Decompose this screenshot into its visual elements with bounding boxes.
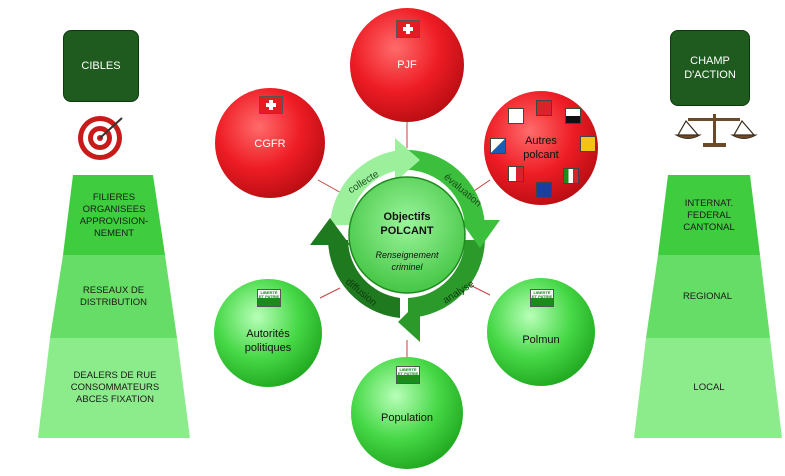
canton-arms-icon (563, 168, 579, 184)
core-circle (348, 176, 466, 294)
canton-arms-icon (490, 138, 506, 154)
canton-arms-icon (565, 108, 581, 124)
swiss-flag-icon (259, 96, 283, 114)
cycle-evaluation (400, 149, 485, 225)
left-tier-2-label: RESEAUX DE DISTRIBUTION (79, 285, 148, 308)
polmun-label: Polmun (522, 334, 560, 346)
cgfr-label: CGFR (254, 138, 286, 150)
cibles-header: CIBLES (63, 30, 139, 102)
population-circle (351, 357, 463, 469)
cgfr-circle (215, 88, 325, 198)
arrow-head-3 (398, 300, 420, 342)
cycle-diffusion (328, 240, 400, 318)
champ-action-header: CHAMP D'ACTION (670, 30, 750, 106)
right-tier-2 (646, 255, 770, 338)
vaud-flag-icon: LIBERTÉ ET PATRIE (530, 289, 554, 307)
left-tier-2 (50, 255, 177, 338)
arrow-head-1 (395, 138, 420, 182)
pjf-circle (350, 8, 464, 122)
vaud-flag-icon: LIBERTÉ ET PATRIE (396, 366, 420, 384)
cycle-ring (310, 138, 500, 342)
canton-arms-icon (536, 182, 552, 198)
canton-arms-icon (508, 108, 524, 124)
right-tier-3-label: LOCAL (693, 381, 725, 393)
right-tier-2-label: REGIONAL (682, 291, 733, 302)
target-icon (78, 116, 123, 160)
cycle-collecte (330, 150, 400, 225)
connector-autorites (319, 287, 341, 299)
autres-label: Autres polcant (523, 135, 559, 161)
pjf-label: PJF (397, 59, 417, 71)
autorites-circle (214, 279, 322, 387)
autorites-label: Autorités politiques (244, 328, 292, 354)
arrow-head-4 (310, 218, 350, 245)
right-tier-1-label: INTERNAT. FEDERAL CANTONAL (683, 198, 735, 233)
right-tier-1 (658, 175, 760, 255)
canton-arms-icon (580, 136, 596, 152)
swiss-flag-icon (396, 20, 420, 38)
left-tier-1 (63, 175, 165, 255)
polmun-circle (487, 278, 595, 386)
vaud-flag-icon: LIBERTÉ ET PATRIE (257, 289, 281, 307)
cycle-analyse (408, 240, 485, 318)
scales-icon (674, 114, 758, 147)
connector-polmun (469, 284, 491, 296)
left-tier-3 (38, 338, 190, 438)
arrow-head-2 (460, 220, 500, 248)
center-title: Objectifs POLCANT (380, 211, 434, 237)
center-subtitle: Renseignement criminel (375, 250, 439, 272)
canton-arms-icon (536, 100, 552, 116)
population-label: Population (381, 412, 433, 424)
left-tier-3-label: DEALERS DE RUE CONSOMMATEURS ABCES FIXAT… (70, 369, 160, 405)
right-tier-3 (634, 338, 782, 438)
left-tier-1-label: FILIERES ORGANISEES APPROVISION- NEMENT (79, 192, 149, 239)
canton-arms-icon (508, 166, 524, 182)
